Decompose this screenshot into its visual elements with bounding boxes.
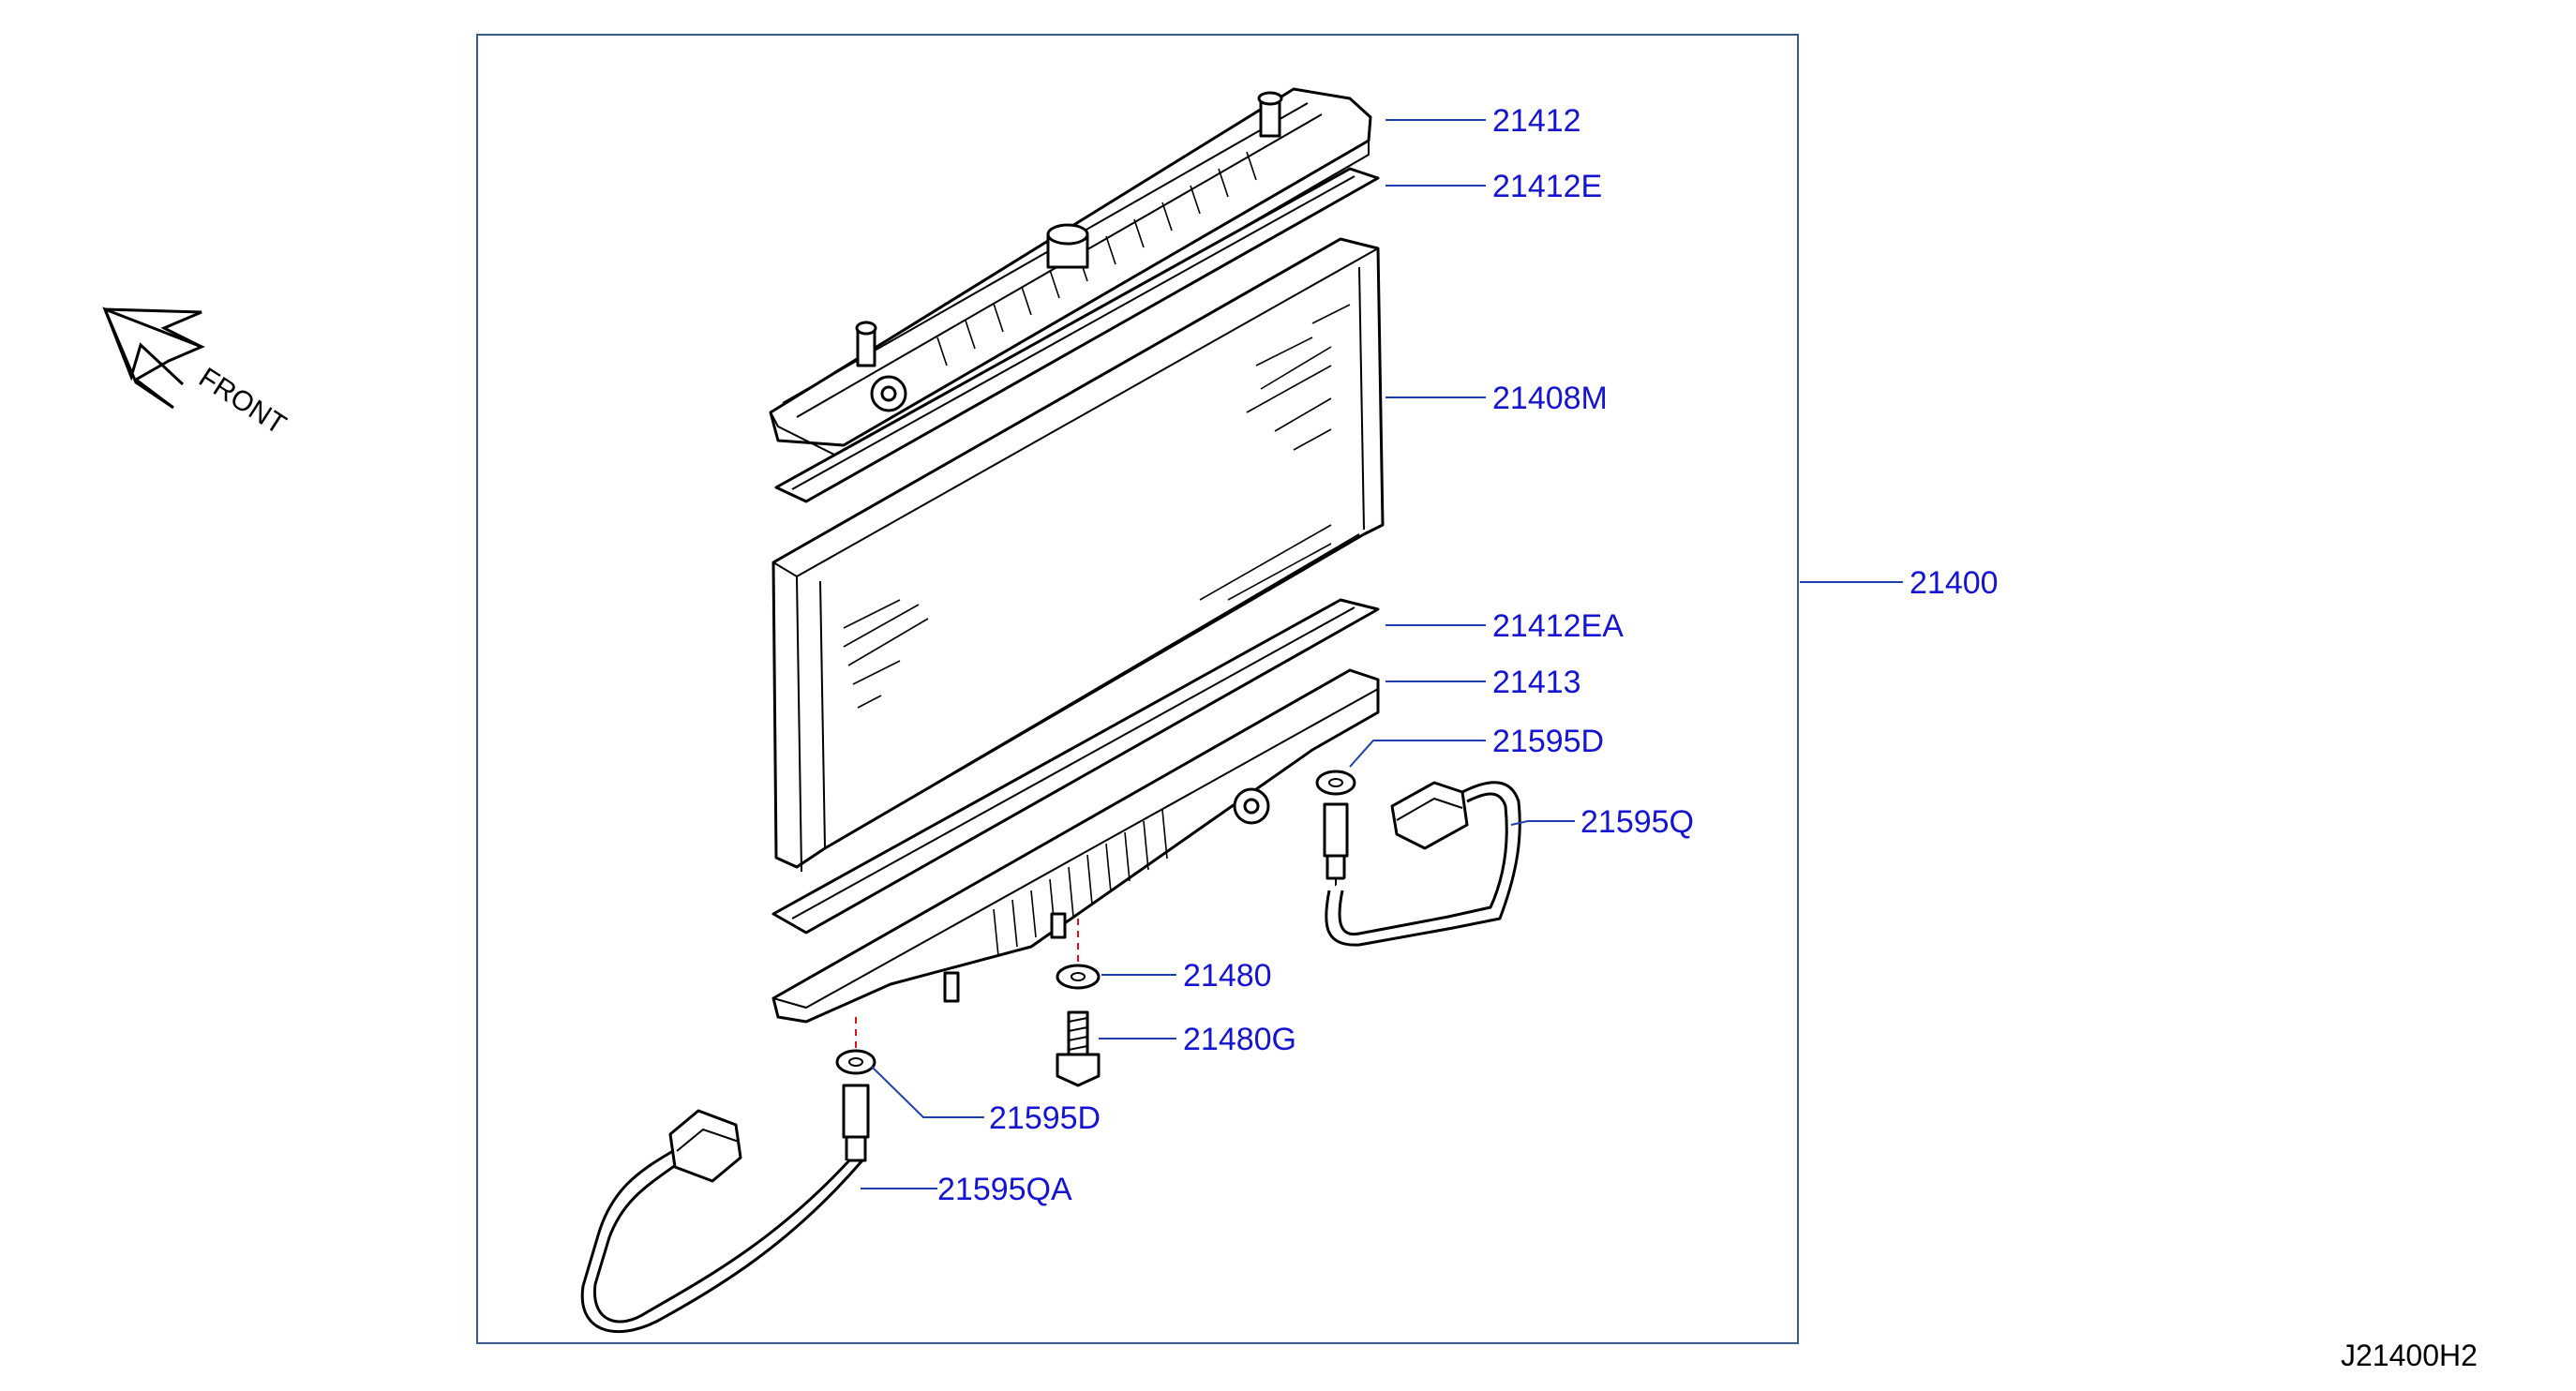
callout-21480g[interactable]: 21480G — [1183, 1022, 1296, 1057]
assembly-frame — [476, 34, 1799, 1344]
upper-tank[interactable] — [769, 87, 1372, 461]
upper-gasket[interactable] — [774, 167, 1380, 503]
sensor-left[interactable] — [580, 1084, 870, 1334]
leader-lines — [861, 119, 1903, 1189]
front-arrow-icon — [103, 307, 202, 386]
sensor-right[interactable] — [1323, 781, 1521, 947]
callout-21408m[interactable]: 21408M — [1492, 381, 1608, 416]
callout-21595d-left[interactable]: 21595D — [989, 1100, 1101, 1136]
drain-plug[interactable] — [1056, 1010, 1101, 1087]
callout-21412ea[interactable]: 21412EA — [1492, 608, 1624, 644]
front-label: FRONT — [193, 362, 292, 441]
callout-21400[interactable]: 21400 — [1910, 565, 1999, 601]
callout-21595q[interactable]: 21595Q — [1580, 804, 1694, 840]
callout-21412e[interactable]: 21412E — [1492, 169, 1602, 204]
radiator-core[interactable] — [771, 237, 1385, 873]
diagram-code: J21400H2 — [2341, 1339, 2478, 1372]
callout-21595qa[interactable]: 21595QA — [937, 1172, 1072, 1207]
lower-gasket[interactable] — [771, 598, 1380, 935]
callout-21412[interactable]: 21412 — [1492, 103, 1581, 139]
drain-washer[interactable] — [1056, 964, 1101, 990]
callout-21480[interactable]: 21480 — [1183, 958, 1272, 994]
front-indicator[interactable]: FRONT — [102, 307, 292, 441]
callout-21595d-right[interactable]: 21595D — [1492, 724, 1604, 759]
washer-right[interactable] — [1315, 770, 1356, 796]
washer-left[interactable] — [835, 1049, 876, 1075]
lower-tank[interactable] — [771, 668, 1380, 1024]
callout-21413[interactable]: 21413 — [1492, 665, 1581, 700]
